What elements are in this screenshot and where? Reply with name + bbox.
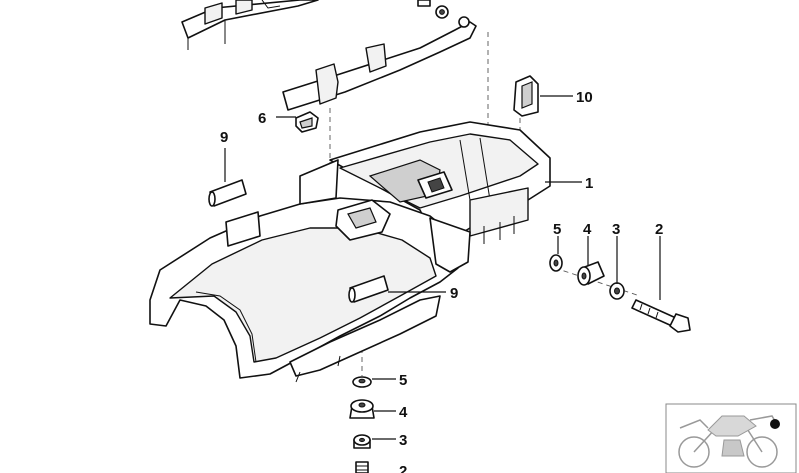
foam-strip-lower	[348, 275, 389, 303]
callout-4-right: 4	[583, 221, 592, 238]
callout-3-right: 3	[612, 221, 620, 238]
callout-5-right: 5	[553, 221, 561, 238]
washer-right	[549, 254, 563, 272]
rubber-bushing-bottom	[349, 399, 375, 419]
upper-frame-rail	[181, 0, 319, 50]
spacer-right	[609, 282, 625, 300]
callout-2-right: 2	[655, 221, 663, 238]
clip-nut	[295, 111, 319, 133]
lower-frame-rail	[282, 16, 477, 111]
foam-strip-upper	[208, 179, 247, 207]
callout-9-lower: 9	[450, 285, 458, 302]
callout-4-bottom: 4	[399, 404, 408, 421]
washer-bottom	[352, 376, 372, 388]
leader-lines	[224, 95, 661, 440]
rubber-bushing-right	[577, 261, 605, 286]
motorcycle-thumbnail	[665, 403, 797, 473]
callout-5-bottom: 5	[399, 372, 407, 389]
motorcycle-silhouette-icon	[678, 415, 779, 468]
location-marker-icon	[770, 419, 780, 429]
rear-mudguard-housing	[149, 121, 551, 383]
callout-9-upper: 9	[220, 129, 228, 146]
rubber-cap	[513, 75, 539, 117]
callout-10: 10	[576, 89, 593, 106]
callout-6: 6	[258, 110, 266, 127]
hex-bolt-right	[631, 299, 691, 333]
callout-1: 1	[585, 175, 593, 192]
top-washer	[417, 0, 449, 19]
spacer-bottom	[353, 434, 371, 449]
callout-3-bottom: 3	[399, 432, 407, 449]
bolt-bottom	[355, 461, 369, 473]
callout-2-bottom: 2	[399, 463, 407, 473]
